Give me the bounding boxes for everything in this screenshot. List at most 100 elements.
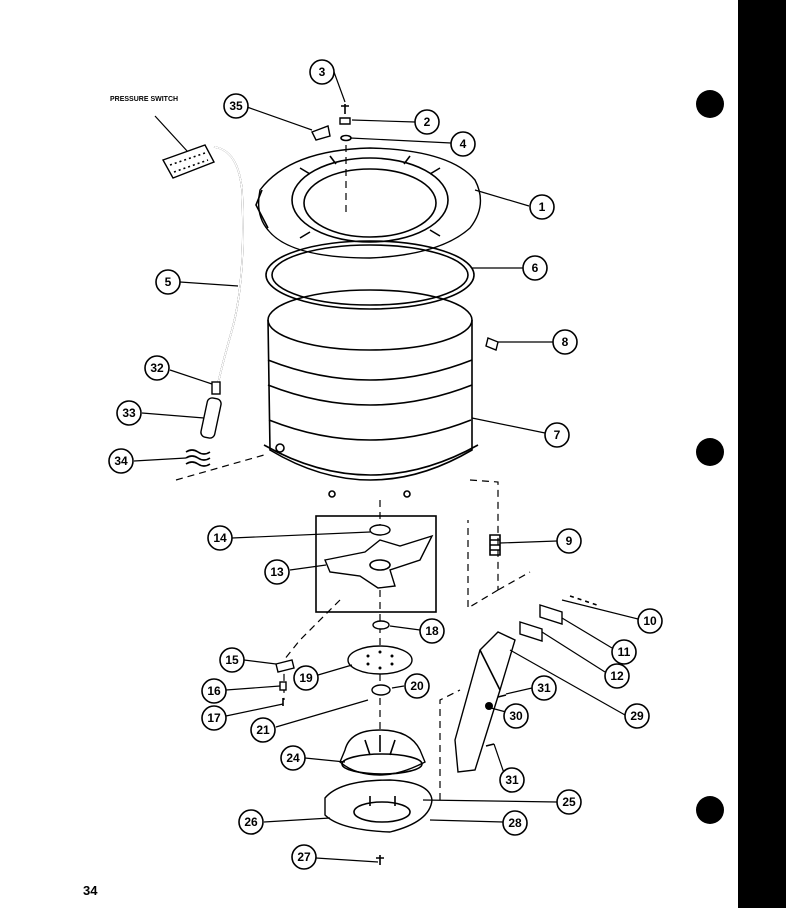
callout-12: 12: [604, 663, 630, 689]
air-dome-part: [200, 397, 222, 439]
svg-text:16: 16: [207, 684, 221, 698]
svg-text:1: 1: [539, 200, 546, 214]
tub-gasket-inner: [271, 244, 469, 306]
callout-15: 15: [219, 647, 245, 673]
callout-14: 14: [207, 525, 233, 551]
brake-plate-part: [347, 645, 413, 675]
tub-gasket-part: [265, 240, 475, 310]
svg-text:9: 9: [566, 534, 573, 548]
callout-13: 13: [264, 559, 290, 585]
svg-text:35: 35: [229, 99, 243, 113]
callout-34: 34: [108, 448, 134, 474]
svg-text:12: 12: [610, 669, 624, 683]
callout-7: 7: [544, 422, 570, 448]
glide-part: [519, 621, 543, 642]
svg-text:25: 25: [562, 795, 576, 809]
page-number: 34: [83, 883, 98, 898]
svg-text:10: 10: [643, 614, 657, 628]
hose-clamp-part: [211, 381, 221, 395]
seal-washer-part: [372, 620, 390, 630]
callout-5: 5: [155, 269, 181, 295]
svg-text:26: 26: [244, 815, 258, 829]
svg-text:11: 11: [618, 645, 631, 659]
callout-8: 8: [552, 329, 578, 355]
outer-tub-part: [263, 289, 479, 498]
callout-27: 27: [291, 844, 317, 870]
screws-31-part: [485, 694, 507, 747]
svg-text:19: 19: [299, 671, 313, 685]
pressure-switch-label: PRESSURE SWITCH: [110, 96, 178, 103]
svg-text:15: 15: [225, 653, 239, 667]
pressure-switch-part: PRESSURE SWITCH: [110, 96, 215, 179]
svg-text:7: 7: [554, 428, 561, 442]
callout-31-upper: 31: [531, 675, 557, 701]
callout-20: 20: [404, 673, 430, 699]
svg-text:27: 27: [297, 850, 311, 864]
svg-text:30: 30: [509, 709, 523, 723]
callout-25: 25: [556, 789, 582, 815]
agitator-assembly-box: [315, 515, 437, 613]
callout-21: 21: [250, 717, 276, 743]
binder-hole-1: [696, 90, 724, 118]
base-assembly-part: [324, 779, 433, 833]
callout-30: 30: [503, 703, 529, 729]
callout-3: 3: [309, 59, 335, 85]
svg-text:20: 20: [410, 679, 424, 693]
callout-2: 2: [414, 109, 440, 135]
svg-text:32: 32: [150, 361, 164, 375]
callout-24: 24: [280, 745, 306, 771]
svg-text:4: 4: [460, 137, 467, 151]
callout-4: 4: [450, 131, 476, 157]
svg-text:31: 31: [537, 681, 551, 695]
callout-1: 1: [529, 194, 555, 220]
base-screw-part: [376, 855, 384, 865]
svg-text:14: 14: [213, 531, 227, 545]
spring-part: [185, 449, 211, 467]
svg-text:31: 31: [505, 773, 519, 787]
svg-text:24: 24: [286, 751, 300, 765]
binder-hole-2: [696, 438, 724, 466]
svg-text:28: 28: [508, 816, 522, 830]
washer-part: [340, 134, 352, 142]
svg-text:18: 18: [425, 624, 439, 638]
callout-10: 10: [637, 608, 663, 634]
brake-plate-holes: [366, 650, 394, 670]
callout-19: 19: [293, 665, 319, 691]
svg-text:13: 13: [270, 565, 284, 579]
tub-fitting-part: [485, 337, 499, 351]
callout-32: 32: [144, 355, 170, 381]
spider-part: [324, 534, 434, 589]
svg-text:6: 6: [532, 261, 539, 275]
callout-33: 33: [116, 400, 142, 426]
svg-text:34: 34: [114, 454, 128, 468]
scan-edge-bar: [738, 0, 786, 908]
svg-text:29: 29: [630, 709, 644, 723]
callout-18: 18: [419, 618, 445, 644]
callout-35: 35: [223, 93, 249, 119]
callout-11: 11: [611, 639, 637, 665]
callout-26: 26: [238, 809, 264, 835]
callout-6: 6: [522, 255, 548, 281]
svg-text:2: 2: [424, 115, 431, 129]
svg-text:21: 21: [256, 723, 270, 737]
callout-28: 28: [502, 810, 528, 836]
callout-16: 16: [201, 678, 227, 704]
leg-bracket-part: [454, 631, 516, 773]
hub-nut-part: [369, 524, 391, 536]
clip-part: [311, 125, 331, 141]
bracket-part: [339, 117, 351, 125]
callout-9: 9: [556, 528, 582, 554]
callout-17: 17: [201, 705, 227, 731]
svg-text:3: 3: [319, 65, 326, 79]
svg-text:33: 33: [122, 406, 136, 420]
svg-text:5: 5: [165, 275, 172, 289]
svg-text:17: 17: [207, 711, 221, 725]
nut-part: [371, 684, 391, 696]
screw-part: [341, 104, 349, 114]
nut-small-part: [279, 681, 287, 691]
svg-text:8: 8: [562, 335, 569, 349]
tub-spring-part: [489, 534, 501, 556]
leader-lines: [133, 71, 639, 863]
glide-plate-part: [539, 604, 563, 625]
